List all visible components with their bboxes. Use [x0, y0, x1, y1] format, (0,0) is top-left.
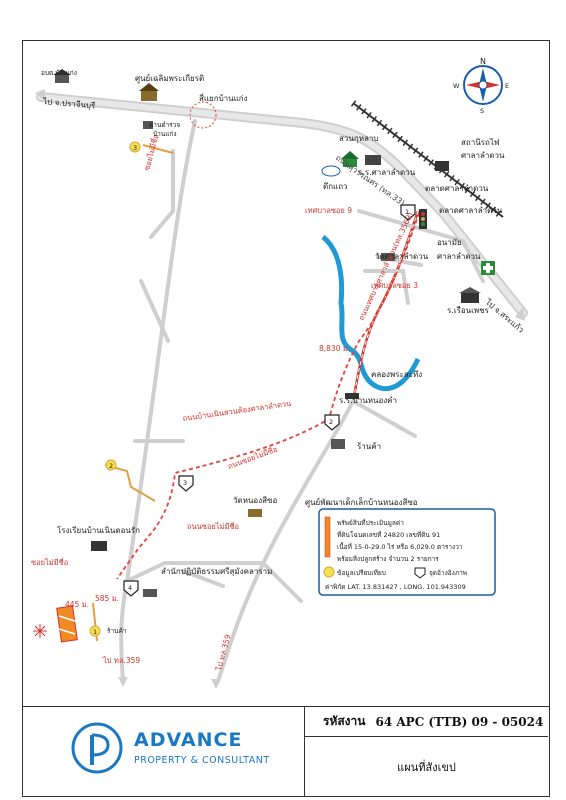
company-subtitle: PROPERTY & CONSULTANT: [134, 755, 270, 766]
road-arrows: [35, 89, 525, 689]
legend-property-swatch: [324, 516, 331, 558]
comparison-marker-1: 1: [89, 625, 101, 637]
company-name: ADVANCE: [134, 729, 243, 751]
label-soi-side: ซอยไม่มีชื่อ: [141, 133, 160, 172]
label-distance: 8,830 ม.: [319, 344, 350, 353]
label-to-359-b: ไป ทล.359: [214, 633, 233, 672]
svg-text:3: 3: [133, 144, 137, 152]
comparison-marker-2: 2: [105, 459, 117, 471]
label-suan: สวนกุหลาบ: [339, 134, 378, 143]
legend-line2: ที่ดินโฉนดเลขที่ 24820 เลขที่ดิน 91: [337, 530, 440, 539]
gas-station-icon: [321, 165, 341, 177]
label-soi-nameless: ซอยไม่มีชื่อ: [31, 557, 68, 567]
job-code-label: รหัสงาน: [323, 714, 366, 728]
compass-w: W: [453, 82, 460, 90]
label-tesaban3: เทศบาลซอย 3: [371, 281, 418, 290]
label-market2: ตลาดศาลาลำดวน: [439, 206, 503, 215]
label-office: สำนักปฏิบัติธรรมศรีสุมังคลาราม: [161, 567, 272, 576]
svg-text:2: 2: [329, 418, 333, 426]
comparison-marker-3: 3: [129, 141, 141, 153]
label-wat-nongsisoi: วัดหนองสีซอ: [233, 496, 277, 505]
intersection-circle: [189, 101, 217, 129]
label-center-child: ศูนย์พัฒนาเด็กเล็กบ้านหนองสีซอ: [305, 497, 418, 508]
label-dist-b: 585 ม.: [95, 594, 119, 603]
route-marker-4: 4: [123, 580, 139, 597]
label-road-nokmaicho: ถนนซอยไม่มีชื่อ: [226, 444, 278, 471]
legend-line5a: ข้อมูลเปรียบเทียบ: [337, 569, 386, 577]
legend-comparison-swatch: [323, 566, 335, 578]
route-marker-1: 1: [400, 204, 416, 221]
reference-star-icon: [33, 624, 47, 638]
company-logo-icon: [71, 722, 123, 774]
label-bank: ตึกแถว: [323, 182, 348, 191]
legend-reference-swatch: [414, 567, 426, 579]
label-rankha: ร้านค้า: [357, 442, 381, 451]
main-highway: [36, 92, 528, 318]
job-code-value: 64 APC (TTB) 09 - 05024: [375, 714, 544, 729]
label-station-title: สถานีรถไฟ: [461, 138, 500, 147]
map-frame: N E S W 1 2 3 4: [22, 40, 550, 797]
compass-e: E: [505, 82, 509, 90]
compass-s: S: [480, 107, 484, 115]
label-road-sala: ถนนบ้านเนินสวนต้องศาลาลำดวน: [182, 399, 292, 423]
route-marker-3: 3: [178, 475, 194, 492]
compass-n: N: [480, 57, 486, 66]
route-marker-2: 2: [324, 414, 340, 431]
svg-text:3: 3: [183, 479, 187, 487]
property-marker: [56, 605, 78, 643]
label-wat-sala: วัดศาลาลำดวน: [375, 252, 429, 261]
label-sanyak: สี่แยกบ้านแก่ง: [199, 92, 248, 103]
logo-box: ADVANCE PROPERTY & CONSULTANT: [22, 707, 305, 796]
label-anamai-name: ศาลาลำดวน: [437, 252, 481, 261]
legend-line6: ค่าพิกัด LAT. 13.831427 , LONG. 101.9433…: [325, 583, 466, 591]
label-tesaban9: เทศบาลซอย 9: [305, 206, 352, 215]
map-title: แผนที่สังเขป: [397, 760, 456, 774]
job-code-row: รหัสงาน 64 APC (TTB) 09 - 05024: [305, 707, 548, 737]
svg-text:2: 2: [109, 462, 113, 470]
label-school-noen: โรงเรียนบ้านเนินดอนรัก: [57, 525, 140, 535]
label-center: ศูนย์เฉลิมพระเกียรติ: [135, 73, 204, 84]
label-khlong: คลองพระสะทึง: [371, 370, 422, 379]
footer: ADVANCE PROPERTY & CONSULTANT รหัสงาน 64…: [22, 706, 550, 797]
svg-text:1: 1: [93, 628, 97, 636]
svg-text:1: 1: [405, 208, 409, 216]
label-station-name: ศาลาลำดวน: [461, 151, 505, 160]
canal-water: [321, 235, 421, 392]
legend-line3: เนื้อที่ 15-0-29.0 ไร่ หรือ 6,029.0 ตารา…: [337, 542, 463, 551]
label-rr-sala: ร.ร.ศาลาลำดวน: [358, 168, 416, 177]
legend-line1: พรัพย์สินที่ประเมินมูลค่า: [337, 518, 404, 527]
label-police: ร.เรือนเพชร: [447, 306, 490, 315]
label-to-359-a: ไป ทล.359: [102, 656, 140, 665]
label-road-nokmaicho2: ถนนซอยไม่มีชื่อ: [187, 521, 239, 531]
label-dist-a: 445 ม.: [65, 600, 89, 609]
map-canvas: N E S W 1 2 3 4: [31, 57, 528, 689]
label-rr-bannongkha: ร.ร.บ้านหนองคำ: [339, 396, 397, 405]
label-rd-sala-vert: ถนนเทศบาลศาลาลำดวน(ทล.3569): [357, 211, 415, 322]
label-anamai-title: อนามัย: [437, 238, 462, 247]
compass-icon: N E S W: [453, 57, 509, 115]
label-school: อบต.บ้านเก่ง: [41, 69, 77, 77]
svg-text:4: 4: [128, 584, 132, 592]
building-icons: [53, 69, 495, 597]
legend: พรัพย์สินที่ประเมินมูลค่า ที่ดินโฉนดเลขท…: [318, 508, 496, 596]
legend-line4: พร้อมสิ่งปลูกสร้าง จำนวน 2 รายการ: [337, 554, 439, 563]
label-checkpoint2: บ้านแก่ง: [153, 130, 177, 138]
label-checkpoint: ด่านตำรวจ: [149, 121, 180, 129]
secondary-roads: [119, 119, 485, 683]
label-market1: ตลาดศาลาลำดวน: [425, 184, 489, 193]
legend-line5b: จุดอ้างอิงภาพ: [429, 569, 467, 577]
label-rankha2: ร้านค้า: [107, 627, 127, 635]
